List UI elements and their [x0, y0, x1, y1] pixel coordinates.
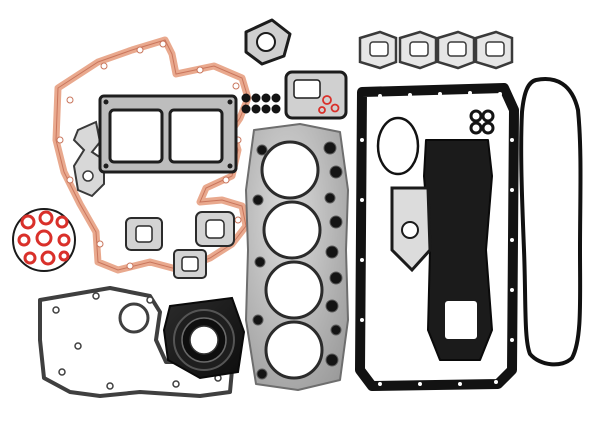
rear-crank-seal-housing — [162, 296, 246, 380]
valve-cover-gasket — [519, 77, 583, 367]
cylinder-head-gasket — [245, 123, 349, 391]
double-window-gasket — [98, 94, 238, 174]
timing-cover-gasket — [52, 36, 252, 274]
manifold-gasket-3 — [436, 30, 476, 70]
small-square-gasket-3 — [173, 249, 207, 279]
rear-plate-gasket — [38, 286, 234, 398]
small-square-gasket-2 — [195, 211, 235, 247]
oring-set — [12, 208, 76, 272]
oil-pan-gasket — [355, 83, 519, 391]
manifold-gasket-2 — [398, 30, 438, 70]
oval-oring — [376, 116, 420, 176]
valve-stem-seals — [241, 93, 281, 114]
manifold-gasket-1 — [358, 30, 398, 70]
small-square-gasket-1 — [125, 217, 163, 251]
small-black-rings — [469, 109, 495, 135]
manifold-gaskets — [358, 30, 514, 70]
water-outlet-gasket — [244, 18, 292, 66]
side-cover-gasket — [390, 139, 493, 361]
thermostat-gasket — [284, 70, 348, 120]
manifold-gasket-4 — [474, 30, 514, 70]
